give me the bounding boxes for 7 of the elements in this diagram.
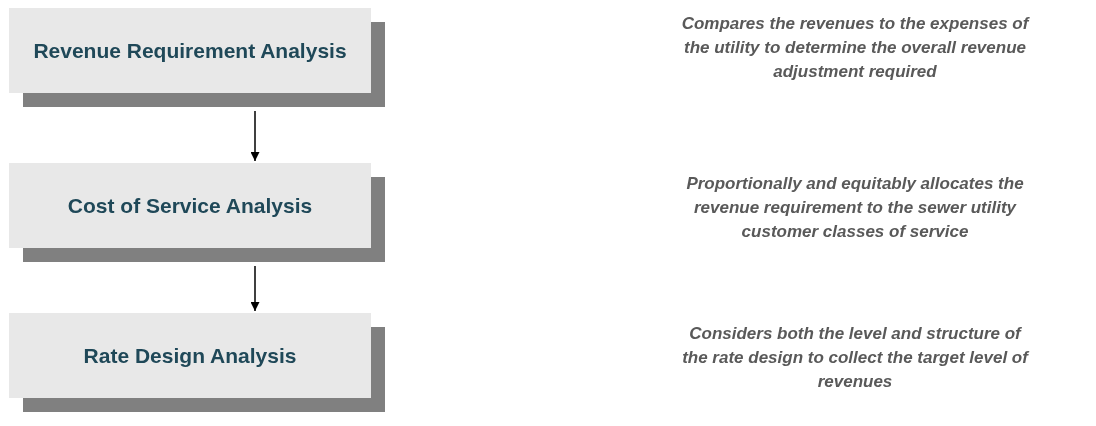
- description-text: Compares the revenues to the expenses of the utility to determine the overall revenue adjustment required: [680, 13, 1030, 83]
- description-text: Considers both the level and structure of the rate design to collect the target level of revenues: [681, 323, 1030, 393]
- description-text: Proportionally and equitably allocates the revenue requirement to the sewer utility customer classes of service: [685, 173, 1025, 243]
- box-label: Cost of Service Analysis: [67, 193, 313, 218]
- box-label: Revenue Requirement Analysis: [33, 38, 347, 63]
- arrow: [250, 265, 260, 312]
- box-label: Rate Design Analysis: [83, 343, 297, 368]
